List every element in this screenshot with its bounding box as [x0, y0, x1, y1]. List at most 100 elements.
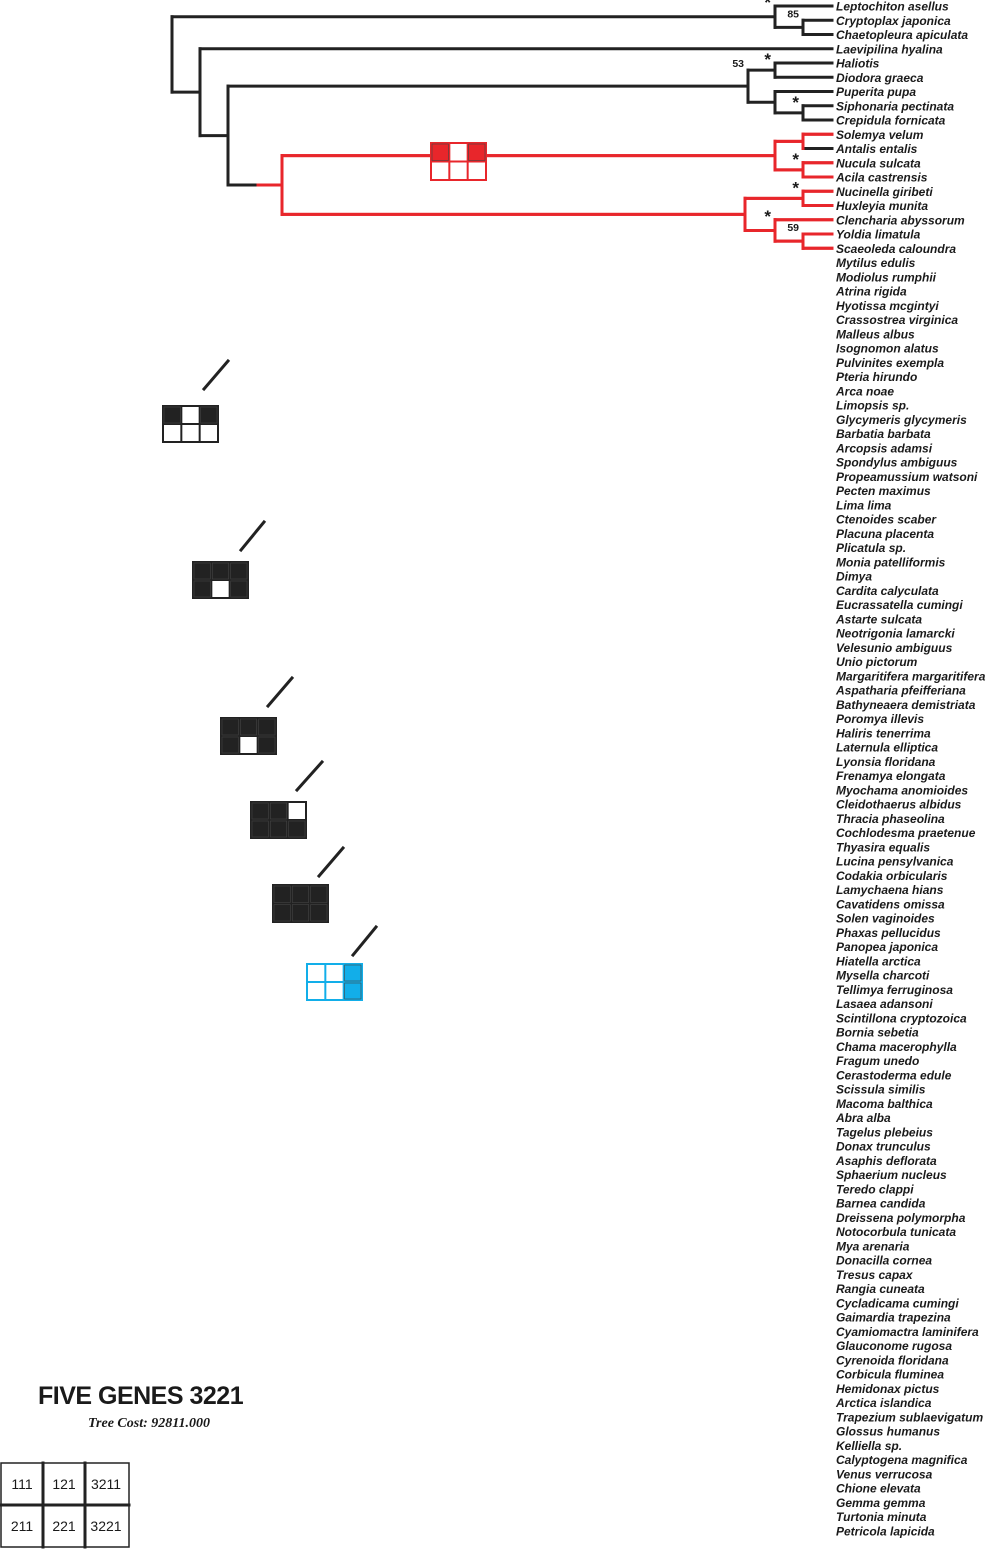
support-asterisk: *	[792, 178, 799, 197]
taxon-label: Solemya velum	[836, 128, 924, 142]
taxon-label: Donacilla cornea	[836, 1254, 932, 1268]
taxon-label: Clencharia abyssorum	[836, 213, 965, 227]
taxon-label: Haliris tenerrima	[836, 726, 931, 740]
taxon-label: Myochama anomioides	[836, 783, 968, 797]
taxon-label: Cerastoderma edule	[836, 1068, 952, 1082]
taxon-label: Thyasira equalis	[836, 840, 930, 854]
taxon-label: Lucina pensylvanica	[836, 855, 954, 869]
state-box-cell	[258, 736, 276, 754]
taxon-label: Arctica islandica	[835, 1396, 932, 1410]
taxon-label: Eucrassatella cumingi	[836, 598, 963, 612]
taxon-label: Nucula sulcata	[836, 156, 921, 170]
taxon-label: Glossus humanus	[836, 1425, 940, 1439]
state-box-cell	[344, 964, 362, 982]
state-box-cell	[450, 144, 467, 161]
taxon-label: Tagelus plebeius	[836, 1125, 933, 1139]
state-box-cell	[200, 406, 218, 424]
taxon-label: Abra alba	[835, 1111, 891, 1125]
state-box-cell	[273, 885, 291, 903]
taxon-label: Chaetopleura apiculata	[836, 28, 968, 42]
taxon-label: Cavatidens omissa	[836, 897, 945, 911]
taxon-label: Scissula similis	[836, 1083, 926, 1097]
taxon-label: Barbatia barbata	[836, 427, 931, 441]
taxon-label: Aspatharia pfeifferiana	[835, 684, 966, 698]
state-box-cell	[182, 407, 199, 423]
taxon-label: Leptochiton asellus	[836, 0, 949, 14]
taxon-label: Astarte sulcata	[835, 612, 922, 626]
support-asterisk: *	[792, 93, 799, 112]
taxon-label: Ctenoides scaber	[836, 513, 937, 527]
state-box-cell	[326, 983, 343, 999]
taxon-label: Cochlodesma praetenue	[836, 826, 976, 840]
taxon-label: Poromya illevis	[836, 712, 924, 726]
taxon-label: Hyotissa mcgintyi	[836, 299, 939, 313]
state-box-cell	[230, 562, 248, 580]
taxon-label: Petricola lapicida	[836, 1524, 935, 1538]
taxon-label: Glauconome rugosa	[836, 1339, 952, 1353]
taxon-label: Panopea japonica	[836, 940, 938, 954]
taxon-label: Turtonia minuta	[836, 1510, 927, 1524]
state-box-cell	[432, 162, 449, 179]
taxon-label: Puperita pupa	[836, 85, 916, 99]
taxon-label: Spondylus ambiguus	[836, 456, 958, 470]
taxon-label: Mysella charcoti	[836, 969, 930, 983]
state-box-cell	[450, 162, 467, 179]
state-box-cell	[288, 803, 305, 819]
state-box-cell	[212, 581, 229, 597]
taxon-label: Pecten maximus	[836, 484, 931, 498]
legend-cell: 3211	[91, 1476, 121, 1492]
support-asterisk: *	[764, 207, 771, 226]
taxon-label: Scintillona cryptozoica	[836, 1011, 967, 1025]
state-box-cell	[270, 802, 287, 820]
taxon-label: Arca noae	[835, 384, 894, 398]
taxon-label: Calyptogena magnifica	[836, 1453, 968, 1467]
state-box-cell	[310, 885, 328, 903]
taxon-label: Unio pictorum	[836, 655, 918, 669]
taxon-label: Neotrigonia lamarcki	[836, 627, 955, 641]
support-asterisk: *	[792, 150, 799, 169]
taxon-label: Codakia orbicularis	[836, 869, 948, 883]
taxon-label: Margaritifera margaritifera	[836, 669, 986, 683]
taxon-label: Mya arenaria	[836, 1239, 910, 1253]
state-box-cell	[164, 425, 181, 441]
taxon-label: Lamychaena hians	[836, 883, 944, 897]
state-pointer	[294, 759, 325, 793]
taxon-label: Hemidonax pictus	[836, 1382, 940, 1396]
taxon-label: Laevipilina hyalina	[836, 42, 943, 56]
taxon-label: Trapezium sublaevigatum	[836, 1410, 983, 1424]
taxon-label: Cyrenoida floridana	[836, 1353, 949, 1367]
state-box-cell	[292, 885, 309, 903]
state-box-cell	[326, 965, 343, 981]
state-box-cell	[273, 904, 291, 922]
state-box-cell	[270, 820, 287, 838]
state-pointer	[238, 519, 267, 553]
state-pointer	[316, 845, 346, 879]
support-value: 53	[732, 58, 744, 70]
taxon-label: Sphaerium nucleus	[836, 1168, 947, 1182]
taxon-label: Antalis entalis	[835, 142, 918, 156]
taxon-label: Crepidula fornicata	[836, 114, 946, 128]
taxon-label: Solen vaginoides	[836, 912, 935, 926]
state-pointer	[201, 358, 231, 392]
taxon-label: Frenamya elongata	[836, 769, 946, 783]
taxon-label: Corbicula fluminea	[836, 1368, 944, 1382]
taxon-label: Fragum unedo	[836, 1054, 919, 1068]
state-box-cell	[344, 982, 362, 1000]
taxon-label: Lasaea adansoni	[836, 997, 933, 1011]
taxon-label: Modiolus rumphii	[836, 270, 937, 284]
taxon-label: Cycladicama cumingi	[836, 1296, 959, 1310]
taxon-label: Tellimya ferruginosa	[836, 983, 953, 997]
taxon-label: Malleus albus	[836, 327, 915, 341]
taxon-label: Donax trunculus	[836, 1140, 931, 1154]
taxon-label: Barnea candida	[836, 1197, 926, 1211]
legend-cell: 121	[52, 1476, 76, 1492]
taxon-label: Nucinella giribeti	[836, 185, 933, 199]
taxon-label: Bathyneaera demistriata	[836, 698, 976, 712]
taxon-label: Limopsis sp.	[836, 399, 909, 413]
state-box-cell	[221, 718, 239, 736]
taxon-label: Thracia phaseolina	[836, 812, 945, 826]
legend-cell: 211	[11, 1518, 34, 1534]
taxon-label: Arcopsis adamsi	[835, 441, 933, 455]
tree-cost: Tree Cost: 92811.000	[88, 1416, 210, 1431]
